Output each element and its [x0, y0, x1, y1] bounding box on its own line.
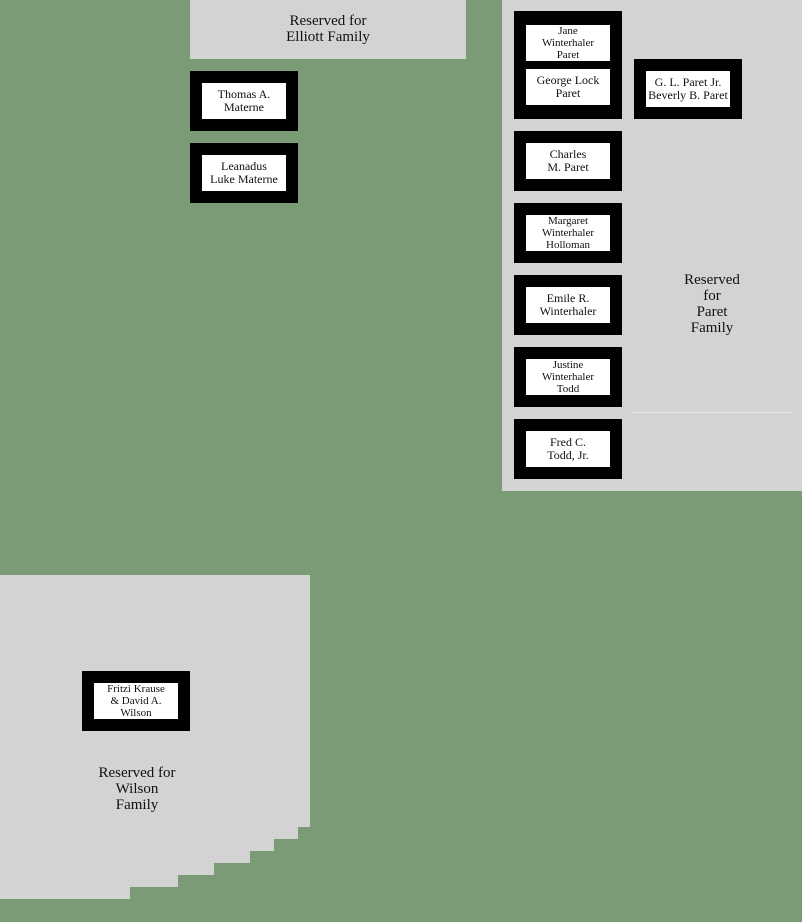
plot-label: Justine Winterhaler Todd: [526, 359, 610, 395]
plot-label: Fred C. Todd, Jr.: [526, 431, 610, 467]
plot-label: Charles M. Paret: [526, 143, 610, 179]
plot-gl-beverly-paret[interactable]: G. L. Paret Jr. Beverly B. Paret: [634, 59, 742, 119]
plot-leanadus-materne[interactable]: Leanadus Luke Materne: [190, 143, 298, 203]
plot-emile-winterhaler[interactable]: Emile R. Winterhaler: [514, 275, 622, 335]
wilson-area-step: [0, 887, 130, 899]
plot-label: Leanadus Luke Materne: [202, 155, 286, 191]
plot-label: Margaret Winterhaler Holloman: [526, 215, 610, 251]
plot-label-george: George Lock Paret: [526, 69, 610, 105]
plot-justine-todd[interactable]: Justine Winterhaler Todd: [514, 347, 622, 407]
wilson-area-step: [0, 851, 250, 863]
wilson-reserved-label: Reserved for Wilson Family: [98, 765, 176, 813]
wilson-area-step: [0, 863, 214, 875]
plot-label: Emile R. Winterhaler: [526, 287, 610, 323]
wilson-area-step: [0, 875, 178, 887]
paret-reserved-label: Reserved for Paret Family: [684, 272, 740, 336]
plot-label: Thomas A. Materne: [202, 83, 286, 119]
paret-area-divider: [632, 412, 792, 413]
plot-charles-paret[interactable]: Charles M. Paret: [514, 131, 622, 191]
plot-fritzi-david-wilson[interactable]: Fritzi Krause & David A. Wilson: [82, 671, 190, 731]
plot-label: Fritzi Krause & David A. Wilson: [94, 683, 178, 719]
plot-thomas-materne[interactable]: Thomas A. Materne: [190, 71, 298, 131]
wilson-area-step: [0, 827, 298, 839]
plot-jane-george-paret[interactable]: Jane Winterhaler Paret George Lock Paret: [514, 11, 622, 119]
plot-margaret-holloman[interactable]: Margaret Winterhaler Holloman: [514, 203, 622, 263]
elliott-reserved-area[interactable]: [190, 0, 466, 59]
plot-fred-todd[interactable]: Fred C. Todd, Jr.: [514, 419, 622, 479]
elliott-reserved-label: Reserved for Elliott Family: [286, 13, 370, 45]
plot-label: G. L. Paret Jr. Beverly B. Paret: [646, 71, 730, 107]
plot-label-jane: Jane Winterhaler Paret: [526, 25, 610, 61]
wilson-area-step: [0, 839, 274, 851]
